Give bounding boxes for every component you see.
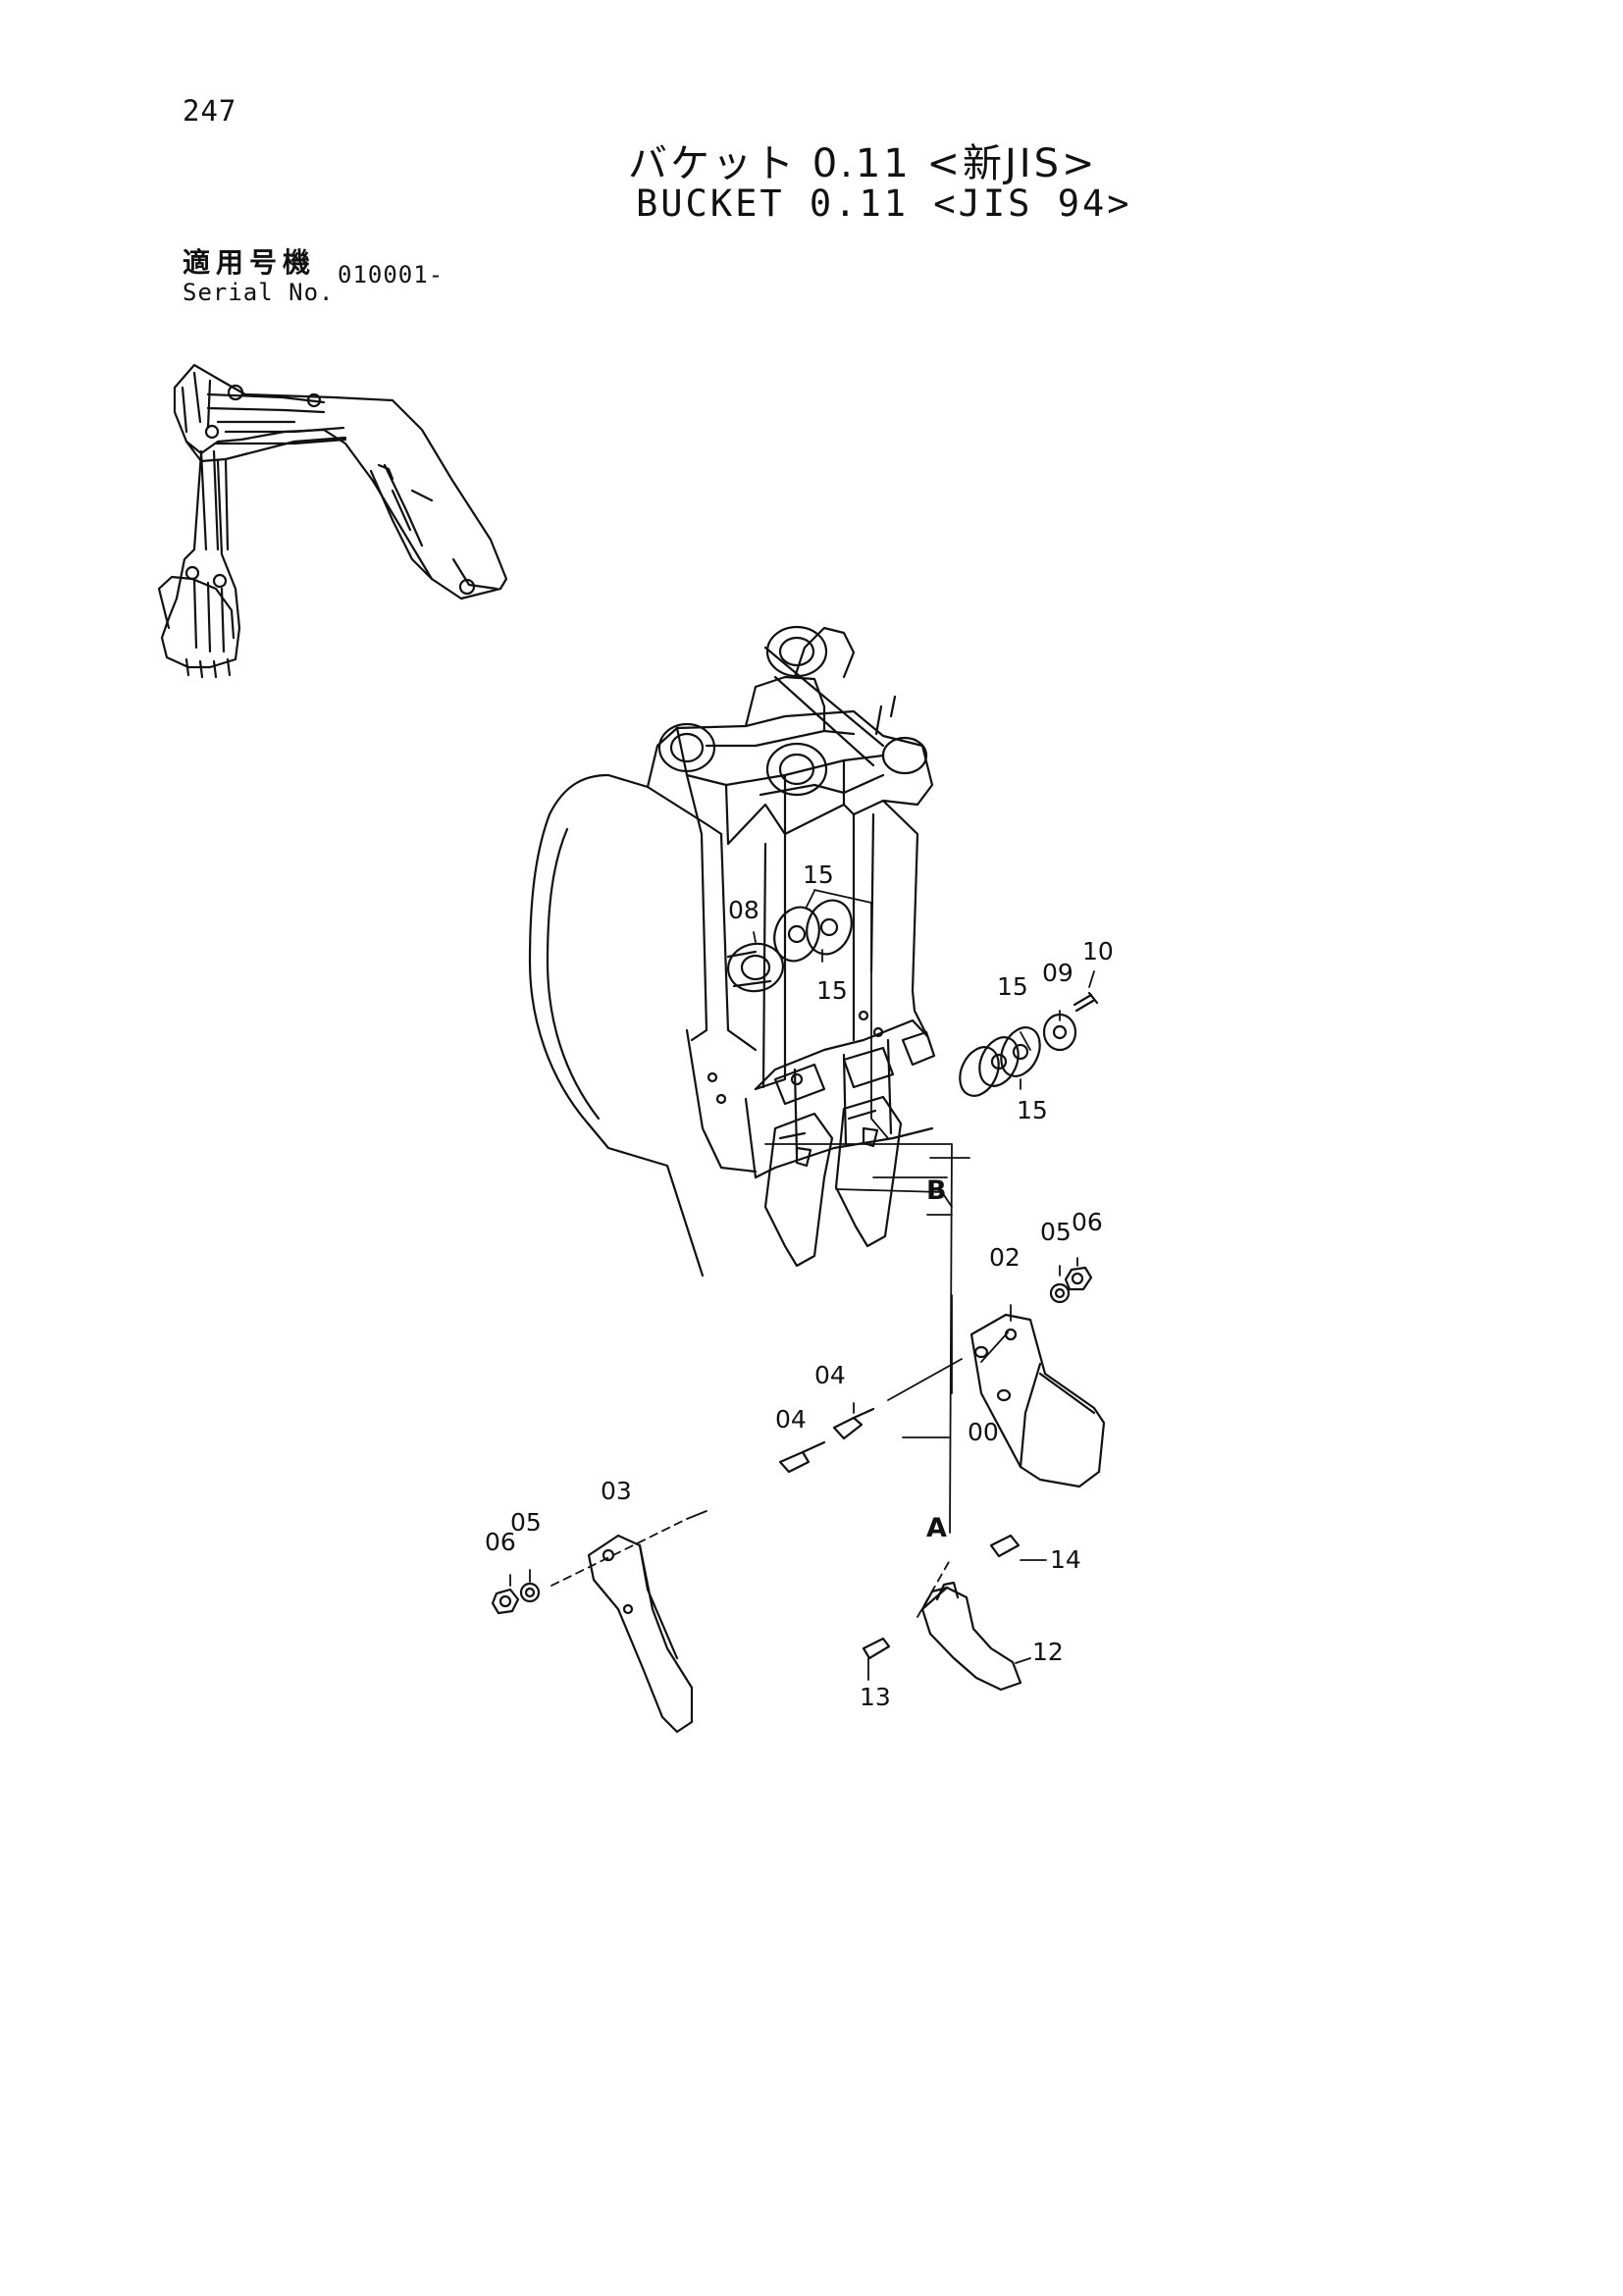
- serial-label-english: Serial No.: [183, 279, 335, 306]
- callout-13: 13: [860, 1683, 891, 1711]
- title-english: BUCKET 0.11 <JIS 94>: [636, 183, 1132, 225]
- callout-12: 12: [1032, 1638, 1064, 1666]
- callout-04-lower: 04: [775, 1405, 807, 1434]
- callout-10: 10: [1082, 937, 1114, 965]
- callout-02: 02: [989, 1243, 1021, 1272]
- callout-B: B: [926, 1175, 947, 1206]
- callout-00: 00: [968, 1418, 999, 1446]
- side-cutter-left: [587, 1534, 694, 1734]
- callout-05-left: 05: [510, 1508, 542, 1537]
- bucket-body: [528, 625, 934, 1278]
- callout-A: A: [926, 1513, 947, 1543]
- callout-03: 03: [601, 1477, 632, 1505]
- callout-15-right-bottom: 15: [1017, 1096, 1048, 1124]
- callout-14: 14: [1050, 1545, 1081, 1574]
- serial-label-japanese: 適用号機: [183, 246, 317, 279]
- callout-06-left: 06: [485, 1528, 516, 1556]
- serial-number-value: 010001-: [338, 261, 445, 288]
- title-japanese: バケット 0.11 <新JIS>: [628, 141, 1098, 186]
- callout-15-upper-inner: 15: [816, 976, 848, 1005]
- side-cutter-right: [969, 1313, 1106, 1488]
- callout-15-top: 15: [803, 861, 834, 889]
- pin-bushing-upper: [726, 899, 853, 993]
- callout-09: 09: [1042, 959, 1073, 987]
- callout-labels: 15 08 15 10 09 15 15 B 05 06 02 04 04 00…: [485, 861, 1114, 1711]
- fasteners: [491, 1266, 1093, 1660]
- callout-06-right: 06: [1072, 1208, 1103, 1236]
- callout-04-upper: 04: [814, 1361, 846, 1389]
- callout-15-right-top: 15: [997, 972, 1028, 1001]
- leader-lines: [509, 889, 1095, 1681]
- page-number: 247: [183, 94, 237, 128]
- callout-08: 08: [728, 896, 759, 924]
- shims-washer-bolt-right: [959, 991, 1099, 1097]
- excavator-arm-thumbnail: [157, 363, 508, 679]
- callout-05-right: 05: [1040, 1218, 1072, 1246]
- bucket-teeth: [763, 1030, 1022, 1692]
